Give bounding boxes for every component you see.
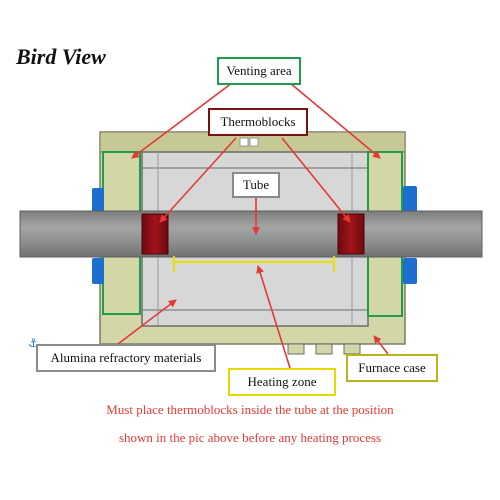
alumina-label: Alumina refractory materials (36, 344, 216, 372)
furnace-case-label: Furnace case (346, 354, 438, 382)
case-top-mark (249, 137, 259, 147)
warning-note-line-1: Must place thermoblocks inside the tube … (106, 402, 394, 417)
case-top-mark (239, 137, 249, 147)
flange-left-bottom (92, 258, 104, 284)
heating-zone-bracket (173, 256, 335, 272)
thermoblock-left (141, 213, 169, 255)
flange-right-bottom (403, 258, 417, 284)
warning-note-line-2: shown in the pic above before any heatin… (118, 430, 382, 445)
anchor-icon: ⚓ (28, 336, 39, 350)
arrow-thermoblock-left (159, 137, 237, 223)
diagram-title: Bird View (16, 44, 106, 69)
heating-zone-label: Heating zone (228, 368, 336, 396)
arrow-venting-right (289, 82, 381, 159)
case-bottom-port (315, 343, 333, 355)
venting-area-label: Venting area (217, 57, 301, 85)
flange-right-top (403, 186, 417, 214)
tube-label: Tube (232, 172, 280, 198)
arrow-thermoblock-right (281, 137, 351, 223)
arrow-furnace-case (373, 335, 389, 355)
arrow-venting-left (131, 82, 233, 159)
thermoblock-right (337, 213, 365, 255)
tube (19, 210, 483, 258)
arrow-alumina (117, 299, 177, 345)
case-bottom-port (287, 343, 305, 355)
arrow-heating-zone (256, 265, 291, 369)
flange-left-top (92, 188, 104, 214)
thermoblocks-label: Thermoblocks (208, 108, 308, 136)
case-bottom-port (343, 343, 361, 355)
